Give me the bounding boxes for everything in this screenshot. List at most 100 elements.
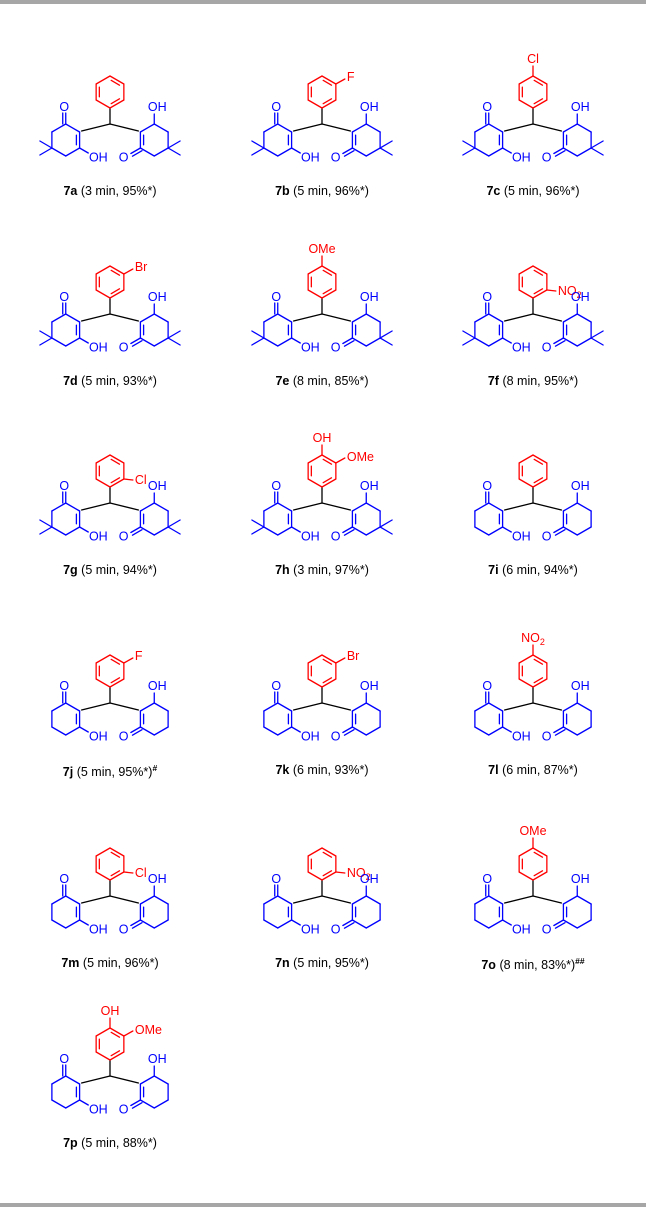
substituent-label: OMe [519, 824, 546, 838]
compound-id: 7m [61, 956, 80, 970]
compound-id: 7a [63, 184, 78, 198]
oxo-label: O [119, 151, 129, 165]
reaction-conditions: (8 min, 95%*) [502, 374, 579, 388]
hydroxy-label: OH [313, 431, 332, 445]
compound-id: 7c [486, 184, 501, 198]
oxo-label: O [59, 1052, 69, 1066]
hydroxy-label: OH [89, 730, 108, 744]
hydroxy-label: OH [512, 730, 531, 744]
hydroxy-label: OH [148, 100, 167, 114]
hydroxy-label: OH [89, 341, 108, 355]
reaction-conditions: (5 min, 96%*) [503, 184, 580, 198]
reaction-conditions: (5 min, 96%*) [293, 184, 369, 198]
hydroxy-label: OH [301, 730, 320, 744]
compound-caption: 7o (8 min, 83%*)## [433, 956, 633, 972]
compound-caption: 7j (5 min, 95%*)# [10, 763, 210, 779]
hydroxy-label: OH [148, 1052, 167, 1066]
hydroxy-label: OH [89, 923, 108, 937]
reaction-conditions: (6 min, 93%*) [292, 763, 369, 777]
methoxy-label: OMe [347, 450, 374, 464]
oxo-label: O [271, 100, 281, 114]
oxo-label: O [482, 100, 492, 114]
oxo-label: O [482, 679, 492, 693]
oxo-label: O [271, 290, 281, 304]
compound-caption: 7l (6 min, 87%*) [433, 763, 633, 777]
reaction-conditions: (5 min, 93%*) [81, 374, 157, 388]
reaction-conditions: (8 min, 83%*) [499, 958, 576, 972]
methoxy-label: OMe [135, 1023, 162, 1037]
compound-id: 7i [488, 563, 499, 577]
reaction-conditions: (5 min, 94%*) [81, 563, 157, 577]
oxo-label: O [119, 530, 129, 544]
oxo-label: O [59, 679, 69, 693]
reaction-conditions: (3 min, 95%*) [80, 184, 157, 198]
reaction-conditions: (5 min, 95%*) [293, 956, 369, 970]
compound-id: 7k [275, 763, 290, 777]
substituent-label: Cl [135, 866, 147, 880]
oxo-label: O [271, 679, 281, 693]
hydroxy-label: OH [571, 679, 590, 693]
hydroxy-label: OH [512, 530, 531, 544]
oxo-label: O [542, 151, 552, 165]
oxo-label: O [331, 151, 341, 165]
compound-caption: 7n (5 min, 95%*) [222, 956, 422, 970]
compound-id: 7g [63, 563, 78, 577]
hydroxy-label: OH [301, 923, 320, 937]
reaction-conditions: (5 min, 96%*) [82, 956, 159, 970]
hydroxy-label: OH [89, 530, 108, 544]
reaction-conditions: (6 min, 94%*) [502, 563, 578, 577]
compound-caption: 7g (5 min, 94%*) [10, 563, 210, 577]
compound-caption: 7p (5 min, 88%*) [10, 1136, 210, 1150]
oxo-label: O [331, 923, 341, 937]
hydroxy-label: OH [360, 479, 379, 493]
oxo-label: O [331, 530, 341, 544]
compound-caption: 7d (5 min, 93%*) [10, 374, 210, 388]
oxo-label: O [119, 341, 129, 355]
oxo-label: O [119, 923, 129, 937]
compound-caption: 7b (5 min, 96%*) [222, 184, 422, 198]
hydroxy-label: OH [571, 290, 590, 304]
compound-id: 7n [275, 956, 290, 970]
oxo-label: O [59, 872, 69, 886]
reaction-conditions: (6 min, 87%*) [502, 763, 578, 777]
compound-id: 7b [275, 184, 290, 198]
compound-caption: 7i (6 min, 94%*) [433, 563, 633, 577]
hydroxy-label: OH [571, 872, 590, 886]
hydroxy-label: OH [301, 530, 320, 544]
oxo-label: O [271, 479, 281, 493]
compound-id: 7e [275, 374, 290, 388]
compound-id: 7h [275, 563, 290, 577]
compound-caption: 7f (8 min, 95%*) [433, 374, 633, 388]
top-rule [0, 0, 646, 4]
oxo-label: O [331, 730, 341, 744]
oxo-label: O [542, 923, 552, 937]
substituent-label: OMe [308, 242, 335, 256]
substituent-label: Br [347, 649, 360, 663]
hydroxy-label: OH [89, 151, 108, 165]
reaction-conditions: (5 min, 95%*) [76, 765, 153, 779]
compound-id: 7f [487, 374, 499, 388]
oxo-label: O [482, 290, 492, 304]
hydroxy-label: OH [360, 872, 379, 886]
compound-caption: 7h (3 min, 97%*) [222, 563, 422, 577]
compound-id: 7p [63, 1136, 78, 1150]
hydroxy-label: OH [301, 341, 320, 355]
substituent-label: NO2 [347, 866, 371, 882]
oxo-label: O [542, 730, 552, 744]
hydroxy-label: OH [512, 923, 531, 937]
oxo-label: O [271, 872, 281, 886]
hydroxy-label: OH [89, 1103, 108, 1117]
substituent-label: NO2 [521, 631, 545, 647]
compound-id: 7o [481, 958, 496, 972]
